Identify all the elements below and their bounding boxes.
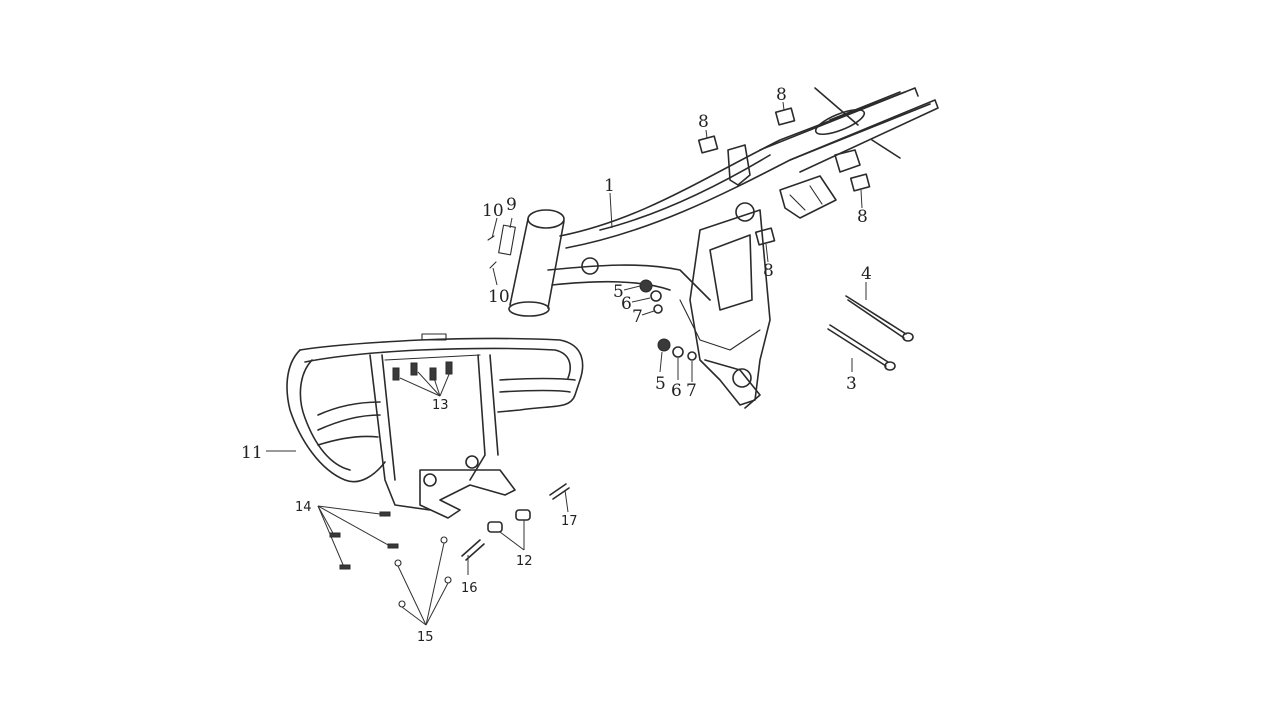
rubber-blocks bbox=[697, 107, 871, 246]
callout-8: 8 bbox=[698, 112, 709, 132]
leader-lines bbox=[266, 101, 867, 626]
callout-1: 1 bbox=[604, 176, 615, 196]
callout-5: 5 bbox=[655, 374, 666, 394]
small-hardware bbox=[329, 483, 570, 608]
callout-3: 3 bbox=[846, 374, 857, 394]
callout-16: 16 bbox=[461, 581, 478, 596]
callout-13: 13 bbox=[432, 398, 449, 413]
nuts-washers bbox=[639, 279, 697, 361]
callout-8: 8 bbox=[776, 85, 787, 105]
callout-10: 10 bbox=[482, 201, 504, 221]
callout-4: 4 bbox=[861, 264, 872, 284]
plate-and-rivets bbox=[487, 224, 516, 269]
callout-8: 8 bbox=[857, 207, 868, 227]
callout-11: 11 bbox=[241, 443, 263, 463]
front-bumper bbox=[286, 333, 584, 519]
callout-6: 6 bbox=[671, 381, 682, 401]
callout-6: 6 bbox=[621, 294, 632, 314]
callout-8: 8 bbox=[763, 261, 774, 281]
callout-7: 7 bbox=[632, 307, 643, 327]
callout-labels: 1 8 8 8 8 4 3 5 6 7 5 6 7 9 10 10 11 13 … bbox=[241, 85, 872, 645]
callout-9: 9 bbox=[506, 195, 517, 215]
callout-7: 7 bbox=[686, 381, 697, 401]
callout-14: 14 bbox=[295, 500, 312, 515]
long-bolts bbox=[827, 295, 914, 371]
callout-10: 10 bbox=[488, 287, 510, 307]
callout-12: 12 bbox=[516, 554, 533, 569]
main-frame bbox=[508, 87, 939, 409]
callout-17: 17 bbox=[561, 514, 578, 529]
callout-5: 5 bbox=[613, 282, 624, 302]
callout-15: 15 bbox=[417, 630, 434, 645]
